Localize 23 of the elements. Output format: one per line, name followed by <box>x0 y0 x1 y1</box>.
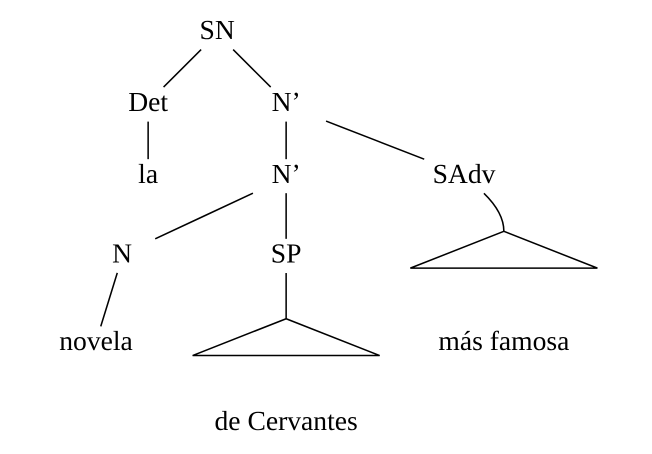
node-text: SP <box>270 237 302 268</box>
node-text: N <box>112 237 132 268</box>
node-label: de Cervantes <box>214 404 358 436</box>
connector <box>232 48 272 88</box>
connector <box>285 192 287 238</box>
node-text: SN <box>200 13 235 44</box>
node-text: N’ <box>272 157 301 188</box>
connector <box>483 192 505 231</box>
node-text: la <box>138 157 158 188</box>
node-text: Det <box>128 85 168 116</box>
connector <box>147 121 149 159</box>
node-text: SAdv <box>432 157 496 188</box>
connector <box>154 192 254 240</box>
connector <box>163 48 202 88</box>
connector <box>326 120 424 160</box>
connector <box>100 272 118 326</box>
node-text: novela <box>59 324 133 356</box>
node-label: más famosa <box>438 324 570 356</box>
node-triangle <box>192 317 380 356</box>
connector <box>285 121 287 159</box>
node-triangle <box>410 230 598 268</box>
connector <box>285 272 287 318</box>
node-text: N’ <box>272 85 301 116</box>
